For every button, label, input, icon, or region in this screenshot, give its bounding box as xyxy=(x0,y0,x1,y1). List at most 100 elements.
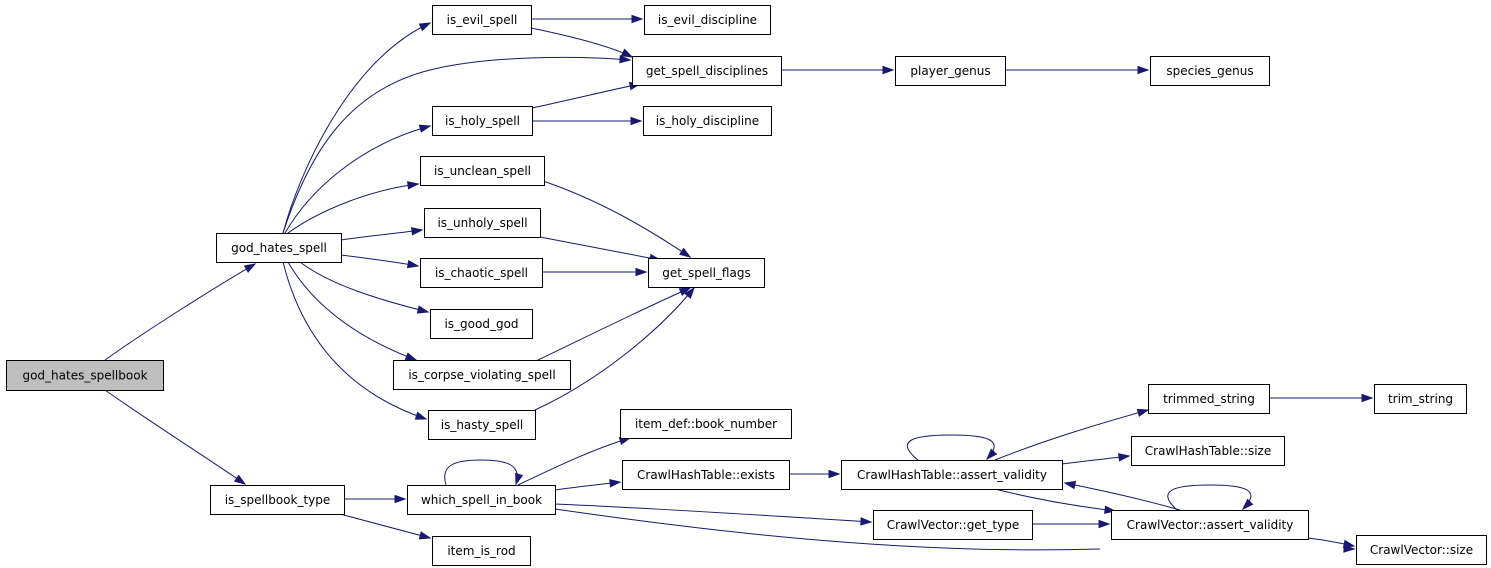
edge-which-spell-in-book-to-which-spell-in-book xyxy=(444,459,524,486)
edge-god-hates-spell-to-is-evil-spell xyxy=(282,22,432,234)
node-box xyxy=(622,460,790,490)
node-box xyxy=(643,106,772,136)
node-label: CrawlHashTable::exists xyxy=(637,468,775,482)
edge-is-spellbook-type-to-which-spell-in-book xyxy=(344,494,407,504)
node-crawlhashtable-size[interactable]: CrawlHashTable::size xyxy=(1131,436,1285,466)
node-is-evil-spell[interactable]: is_evil_spell xyxy=(432,5,532,35)
arrowhead-icon xyxy=(684,286,695,299)
node-species-genus[interactable]: species_genus xyxy=(1150,56,1270,86)
edge-is-chaotic-spell-to-get-spell-flags xyxy=(542,267,648,277)
node-box xyxy=(424,208,541,238)
node-god-hates-spellbook[interactable]: god_hates_spellbook xyxy=(6,360,164,391)
edge-crawlvector-assert-validity-to-crawlvector-size xyxy=(1307,537,1356,548)
node-is-spellbook-type[interactable]: is_spellbook_type xyxy=(210,485,345,515)
arrowhead-icon xyxy=(985,448,998,461)
edge-line xyxy=(287,183,419,234)
node-get-spell-flags[interactable]: get_spell_flags xyxy=(648,258,765,288)
edge-line xyxy=(1064,482,1181,511)
node-item-def-book-number[interactable]: item_def::book_number xyxy=(620,409,792,439)
node-label: species_genus xyxy=(1166,64,1253,78)
node-label: is_holy_spell xyxy=(445,114,520,128)
node-label: which_spell_in_book xyxy=(421,493,542,507)
arrowhead-icon xyxy=(515,472,524,486)
arrowhead-icon xyxy=(1098,519,1111,529)
node-which-spell-in-book[interactable]: which_spell_in_book xyxy=(407,485,556,515)
arrowhead-icon xyxy=(394,494,407,504)
node-box xyxy=(632,56,782,86)
node-box xyxy=(432,106,533,136)
arrowhead-icon xyxy=(414,411,428,420)
node-label: CrawlVector::get_type xyxy=(887,518,1019,532)
node-god-hates-spell[interactable]: god_hates_spell xyxy=(216,233,342,263)
node-label: CrawlVector::assert_validity xyxy=(1127,518,1294,532)
node-label: is_spellbook_type xyxy=(225,493,331,507)
edge-player-genus-to-species-genus xyxy=(1005,65,1150,75)
node-box xyxy=(620,409,792,439)
node-label: is_hasty_spell xyxy=(441,418,524,432)
node-crawlhashtable-exists[interactable]: CrawlHashTable::exists xyxy=(622,460,790,490)
node-label: CrawlHashTable::assert_validity xyxy=(857,468,1047,482)
node-crawlhashtable-assert-validity[interactable]: CrawlHashTable::assert_validity xyxy=(841,460,1063,490)
call-graph-edges xyxy=(104,14,1374,553)
edge-god-hates-spell-to-is-corpse-violating-spell xyxy=(287,261,418,361)
node-crawlvector-get-type[interactable]: CrawlVector::get_type xyxy=(873,510,1033,540)
node-is-chaotic-spell[interactable]: is_chaotic_spell xyxy=(420,258,543,288)
arrowhead-icon xyxy=(1361,393,1374,403)
node-trim-string[interactable]: trim_string xyxy=(1374,384,1467,414)
arrowhead-icon xyxy=(1136,408,1150,417)
node-box xyxy=(1111,510,1309,540)
node-box xyxy=(873,510,1033,540)
node-is-hasty-spell[interactable]: is_hasty_spell xyxy=(428,410,536,440)
arrowhead-icon xyxy=(1137,65,1150,75)
edge-god-hates-spell-to-is-unclean-spell xyxy=(287,181,420,234)
node-is-unclean-spell[interactable]: is_unclean_spell xyxy=(420,156,545,186)
node-is-holy-discipline[interactable]: is_holy_discipline xyxy=(643,106,772,136)
node-label: god_hates_spell xyxy=(231,241,327,255)
edge-line xyxy=(534,287,695,411)
node-is-unholy-spell[interactable]: is_unholy_spell xyxy=(424,208,541,238)
node-box xyxy=(393,360,571,390)
node-label: is_holy_discipline xyxy=(656,114,759,128)
node-box xyxy=(644,5,771,35)
node-item-is-rod[interactable]: item_is_rod xyxy=(432,536,531,566)
edge-is-evil-spell-to-get-spell-disciplines xyxy=(530,27,634,58)
node-box xyxy=(210,485,345,515)
node-is-good-god[interactable]: is_good_god xyxy=(430,309,533,339)
edge-line xyxy=(994,409,1149,461)
node-label: CrawlVector::size xyxy=(1370,543,1473,557)
node-label: trim_string xyxy=(1388,392,1453,406)
arrowhead-icon xyxy=(418,124,432,133)
edge-god-hates-spell-to-is-chaotic-spell xyxy=(340,254,420,269)
edge-line xyxy=(284,125,431,234)
node-label: is_unholy_spell xyxy=(437,216,527,230)
arrowhead-icon xyxy=(404,352,418,361)
node-box xyxy=(1150,56,1270,86)
node-is-evil-discipline[interactable]: is_evil_discipline xyxy=(644,5,771,35)
node-box xyxy=(841,460,1063,490)
arrowhead-icon xyxy=(635,267,648,277)
arrowhead-icon xyxy=(1342,539,1356,548)
edge-line xyxy=(282,56,631,234)
arrowhead-icon xyxy=(609,479,622,488)
node-get-spell-disciplines[interactable]: get_spell_disciplines xyxy=(632,56,782,86)
edge-line xyxy=(340,254,419,267)
node-trimmed-string[interactable]: trimmed_string xyxy=(1148,384,1270,414)
edge-crawlvector-assert-validity-to-crawlhashtable-assert-validity xyxy=(1063,480,1181,511)
arrowhead-icon xyxy=(418,22,432,32)
node-crawlvector-assert-validity[interactable]: CrawlVector::assert_validity xyxy=(1111,510,1309,540)
node-label: is_unclean_spell xyxy=(434,164,531,178)
node-is-holy-spell[interactable]: is_holy_spell xyxy=(432,106,533,136)
edge-get-spell-disciplines-to-player-genus xyxy=(781,65,895,75)
edge-is-unclean-spell-to-get-spell-flags xyxy=(539,179,692,258)
arrowhead-icon xyxy=(233,474,247,485)
edge-line xyxy=(554,508,1101,551)
node-is-corpse-violating-spell[interactable]: is_corpse_violating_spell xyxy=(393,360,571,390)
node-box xyxy=(432,5,532,35)
edge-crawlhashtable-assert-validity-to-crawlvector-assert-validity xyxy=(994,488,1117,514)
arrowhead-icon xyxy=(678,247,692,258)
node-crawlvector-size[interactable]: CrawlVector::size xyxy=(1356,535,1487,565)
node-label: is_good_god xyxy=(444,317,518,331)
edge-which-spell-in-book-to-item-def-book-number xyxy=(517,436,632,486)
node-player-genus[interactable]: player_genus xyxy=(895,56,1006,86)
